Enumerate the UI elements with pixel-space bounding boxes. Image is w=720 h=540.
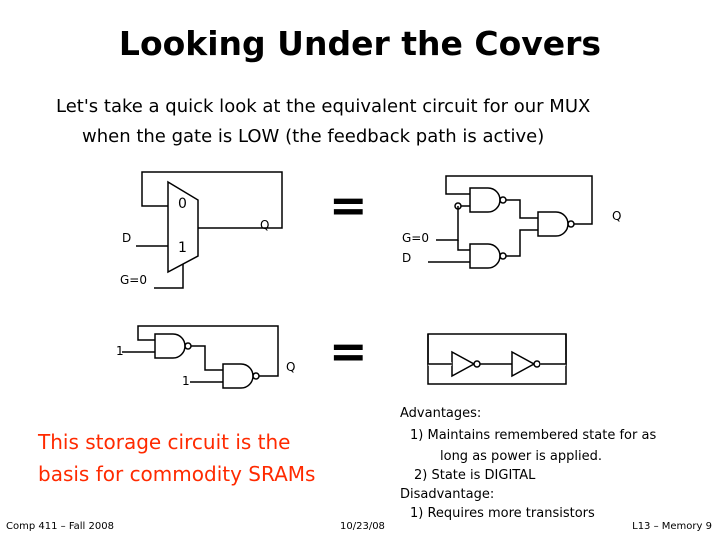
mux-symbol [167, 180, 199, 274]
inversion-bubble [252, 372, 260, 380]
inversion-bubble [499, 252, 507, 260]
nand-gate-label: G=0 [402, 231, 429, 245]
nand-gate-bottom [469, 243, 501, 269]
wire [506, 199, 538, 219]
inversion-bubble [184, 342, 192, 350]
nand-q-label: Q [612, 209, 622, 223]
tagline-line-2: basis for commodity SRAMs [38, 462, 316, 486]
reduced-input-top: 1 [116, 344, 124, 358]
nand-gate-output [537, 211, 569, 237]
nand-d-label: D [402, 251, 412, 265]
inversion-bubble [533, 360, 541, 368]
inverter-second [511, 350, 536, 378]
equals-sign: = [329, 324, 368, 378]
slide-title: Looking Under the Covers [118, 24, 602, 63]
nand-gate-second [222, 363, 254, 389]
gate-wire [457, 240, 470, 251]
advantage-2: 2) State is DIGITAL [414, 468, 536, 483]
inverter-loop-wire [427, 333, 567, 385]
reduced-q-label: Q [286, 360, 296, 374]
advantage-1-line-2: long as power is applied. [440, 449, 602, 464]
wire [191, 345, 223, 371]
footer-page: L13 – Memory 9 [632, 521, 712, 532]
mux-d-label: D [122, 231, 132, 245]
advantages-heading: Advantages: [400, 406, 482, 421]
footer-course: Comp 411 – Fall 2008 [6, 521, 114, 532]
mux-gate-label: G=0 [120, 273, 147, 287]
inversion-bubble [473, 360, 481, 368]
inversion-bubble [499, 196, 507, 204]
disadvantage-1: 1) Requires more transistors [410, 506, 595, 521]
tagline-line-1: This storage circuit is the [38, 430, 291, 454]
nand-gate-top [469, 187, 501, 213]
equals-sign: = [329, 178, 368, 232]
nand-feedback-wire [445, 175, 593, 225]
reduced-feedback-wire [137, 325, 279, 377]
mux-gate-wire [154, 264, 184, 289]
footer-date: 10/23/08 [340, 521, 385, 532]
advantage-1-line-1: 1) Maintains remembered state for as [410, 428, 657, 443]
mux-input-0: 0 [178, 196, 187, 212]
mux-q-label: Q [260, 218, 270, 232]
mux-feedback-wire [141, 171, 283, 229]
intro-line-1: Let's take a quick look at the equivalen… [56, 96, 591, 117]
wire [540, 334, 567, 365]
reduced-input-bottom: 1 [182, 374, 190, 388]
nand-gate-first [154, 333, 186, 359]
disadvantage-heading: Disadvantage: [400, 487, 495, 502]
gate-wire [436, 206, 459, 241]
wire [427, 334, 452, 365]
inverter-first [451, 350, 476, 378]
mux-input-1: 1 [178, 240, 187, 256]
inversion-bubble [567, 220, 575, 228]
intro-line-2: when the gate is LOW (the feedback path … [82, 126, 545, 147]
wire [506, 229, 538, 257]
